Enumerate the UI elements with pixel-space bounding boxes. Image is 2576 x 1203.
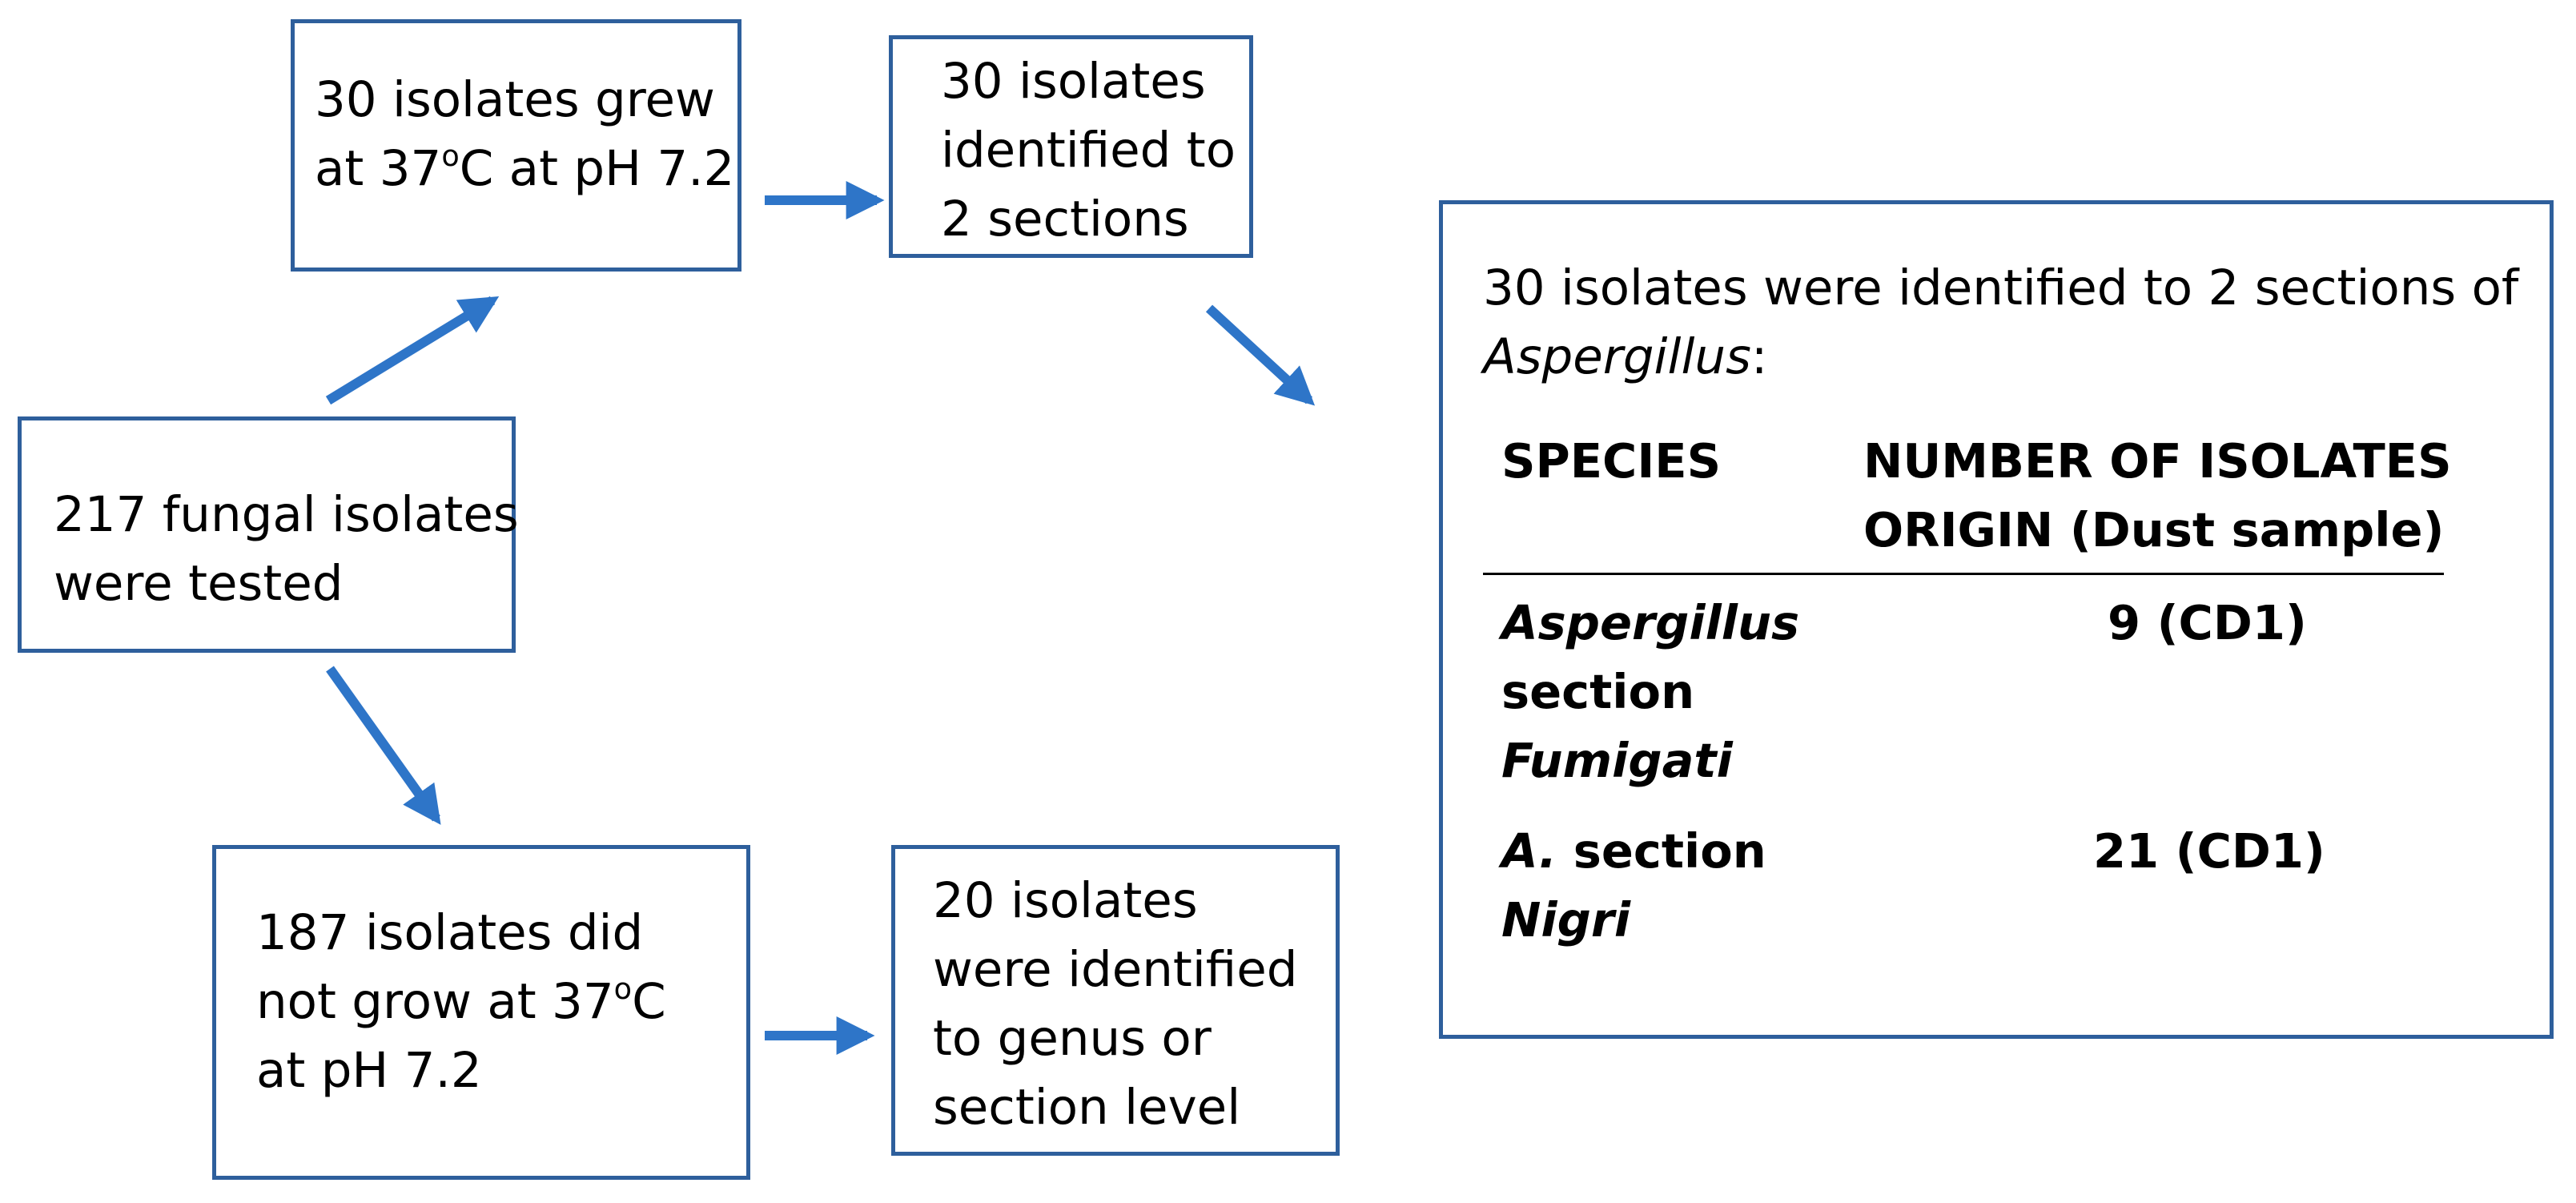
start-line-1: 217 fungal isolates	[54, 486, 519, 543]
arrow-identified-to-panel	[1205, 304, 1316, 406]
row-1-species-line-1: Aspergillus	[1501, 595, 1800, 650]
panel-intro-line-1: 30 isolates were identified to 2 section…	[1483, 260, 2519, 316]
genus-line-4: section level	[933, 1079, 1241, 1136]
arrow-start-to-not-grew	[326, 666, 441, 825]
not-grew-line-2: not grow at 37oC	[256, 972, 666, 1030]
identified-line-3: 2 sections	[941, 191, 1189, 247]
panel-intro: 30 isolates were identified to 2 section…	[1483, 254, 2518, 392]
header-number-line-1: NUMBER OF ISOLATES	[1863, 433, 2452, 489]
not-grew-box: 187 isolates did not grow at 37oC at pH …	[212, 845, 750, 1180]
genus-level-text: 20 isolates were identified to genus or …	[933, 867, 1297, 1142]
row-2-species-line-1: A. section	[1501, 823, 1766, 879]
header-species: SPECIES	[1501, 433, 1722, 489]
genus-line-3: to genus or	[933, 1010, 1212, 1067]
species-info-panel: 30 isolates were identified to 2 section…	[1439, 200, 2554, 1039]
grew-box: 30 isolates grew at 37oC at pH 7.2	[291, 19, 741, 272]
header-number-origin: NUMBER OF ISOLATES ORIGIN (Dust sample)	[1863, 427, 2452, 565]
table-header-rule	[1483, 573, 2444, 575]
identified-sections-box: 30 isolates identified to 2 sections	[889, 35, 1253, 258]
grew-box-text: 30 isolates grew at 37oC at pH 7.2	[315, 66, 734, 203]
start-box: 217 fungal isolates were tested	[18, 416, 519, 653]
genus-line-2: were identified	[933, 941, 1298, 998]
identified-line-2: identified to	[941, 122, 1236, 179]
grew-line-1: 30 isolates grew	[315, 71, 715, 128]
start-line-2: were tested	[54, 555, 344, 612]
row-1-species: Aspergillus section Fumigati	[1501, 589, 1799, 795]
grew-line-2: at 37oC at pH 7.2	[315, 139, 735, 197]
genus-level-box: 20 isolates were identified to genus or …	[891, 845, 1340, 1156]
not-grew-line-1: 187 isolates did	[256, 904, 644, 961]
not-grew-line-3: at pH 7.2	[256, 1042, 482, 1099]
not-grew-text: 187 isolates did not grow at 37oC at pH …	[256, 899, 666, 1105]
row-1-species-line-3: Fumigati	[1501, 733, 1733, 788]
identified-sections-text: 30 isolates identified to 2 sections	[941, 47, 1236, 254]
row-2-species-line-2: Nigri	[1501, 892, 1631, 948]
row-2-species: A. section Nigri	[1501, 817, 1766, 955]
row-2-value: 21 (CD1)	[2093, 823, 2325, 879]
header-number-line-2: ORIGIN (Dust sample)	[1863, 502, 2445, 557]
genus-line-1: 20 isolates	[933, 872, 1198, 929]
row-1-species-line-2: section	[1501, 664, 1695, 719]
identified-line-1: 30 isolates	[941, 53, 1206, 110]
row-1-value: 9 (CD1)	[2108, 595, 2307, 650]
panel-intro-line-2: Aspergillus:	[1483, 328, 1768, 385]
start-box-text: 217 fungal isolates were tested	[54, 481, 519, 618]
arrow-start-to-grew	[325, 296, 500, 405]
